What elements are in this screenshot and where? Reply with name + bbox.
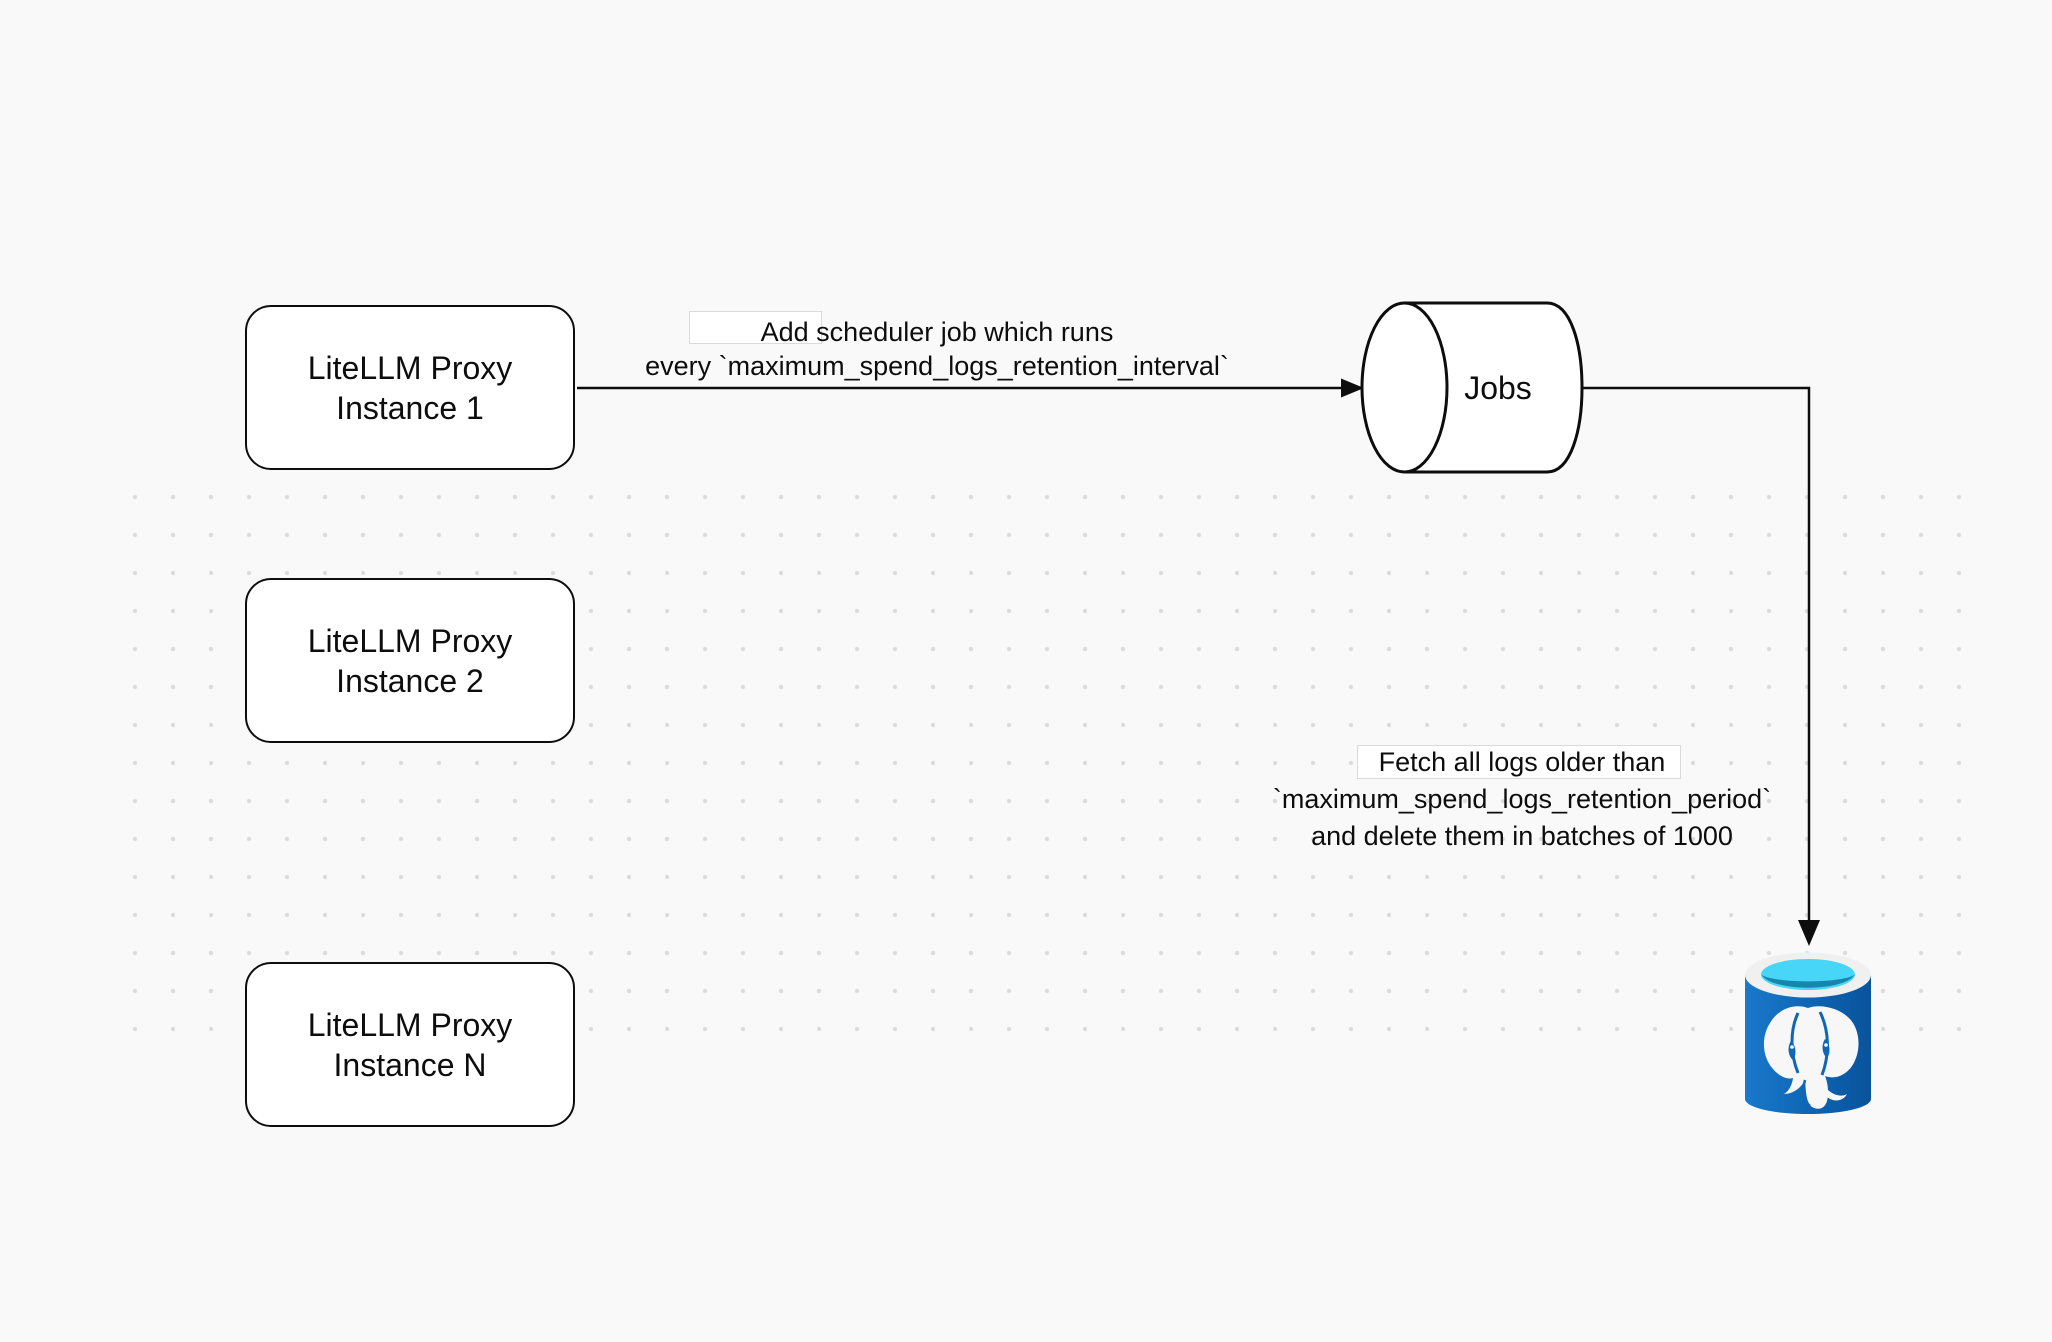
postgresql-database-icon bbox=[1745, 952, 1871, 1114]
arrow-jobs-to-postgres-head bbox=[1798, 920, 1820, 946]
elephant-right-eye bbox=[1822, 1039, 1830, 1058]
edge-label-line: `maximum_spend_logs_retention_period` bbox=[1272, 784, 1772, 814]
arrow-jobs-to-postgres-line bbox=[1581, 386, 1811, 921]
scheduler-label-background bbox=[689, 311, 822, 344]
node-litellm-proxy-instance-1: LiteLLM Proxy Instance 1 bbox=[245, 305, 575, 470]
jobs-cylinder-left-face bbox=[1360, 301, 1449, 474]
edge-label-cleanup: Fetch all logs older than `maximum_spend… bbox=[1172, 744, 1872, 855]
elephant-left-eye-highlight bbox=[1790, 1045, 1794, 1049]
node-label-line: LiteLLM Proxy bbox=[307, 1006, 513, 1043]
node-label-line: Instance N bbox=[333, 1046, 487, 1083]
node-label-line: LiteLLM Proxy bbox=[307, 349, 513, 386]
edge-label-line: Fetch all logs older than bbox=[1378, 747, 1666, 777]
elephant-trunk-line bbox=[1802, 1079, 1811, 1108]
node-label-line: Instance 2 bbox=[336, 662, 484, 699]
edge-label-scheduler: Add scheduler job which runs every `maxi… bbox=[587, 315, 1287, 383]
edge-label-line: Add scheduler job which runs bbox=[760, 317, 1114, 347]
elephant-tusk bbox=[1827, 1090, 1847, 1101]
jobs-label: Jobs bbox=[1464, 370, 1532, 406]
node-label-line: Instance 1 bbox=[336, 389, 484, 426]
edge-label-line: every `maximum_spend_logs_retention_inte… bbox=[645, 351, 1229, 381]
node-litellm-proxy-instance-2: LiteLLM Proxy Instance 2 bbox=[245, 578, 575, 743]
jobs-queue-cylinder: Jobs bbox=[1360, 301, 1584, 474]
edge-label-line: and delete them in batches of 1000 bbox=[1311, 821, 1733, 851]
elephant-left-eye bbox=[1788, 1041, 1796, 1060]
elephant-silhouette bbox=[1763, 1006, 1859, 1109]
fetch-label-background bbox=[1357, 745, 1681, 779]
elephant-right-eye-highlight bbox=[1824, 1043, 1828, 1047]
postgres-inner-liquid bbox=[1761, 974, 1855, 988]
elephant-left-ear-crease bbox=[1790, 1012, 1800, 1074]
arrow-proxy1-to-jobs-head bbox=[1341, 378, 1364, 398]
node-label-line: LiteLLM Proxy bbox=[307, 622, 513, 659]
jobs-cylinder-body-fill bbox=[1404, 303, 1582, 472]
node-litellm-proxy-instance-n: LiteLLM Proxy Instance N bbox=[245, 962, 575, 1127]
